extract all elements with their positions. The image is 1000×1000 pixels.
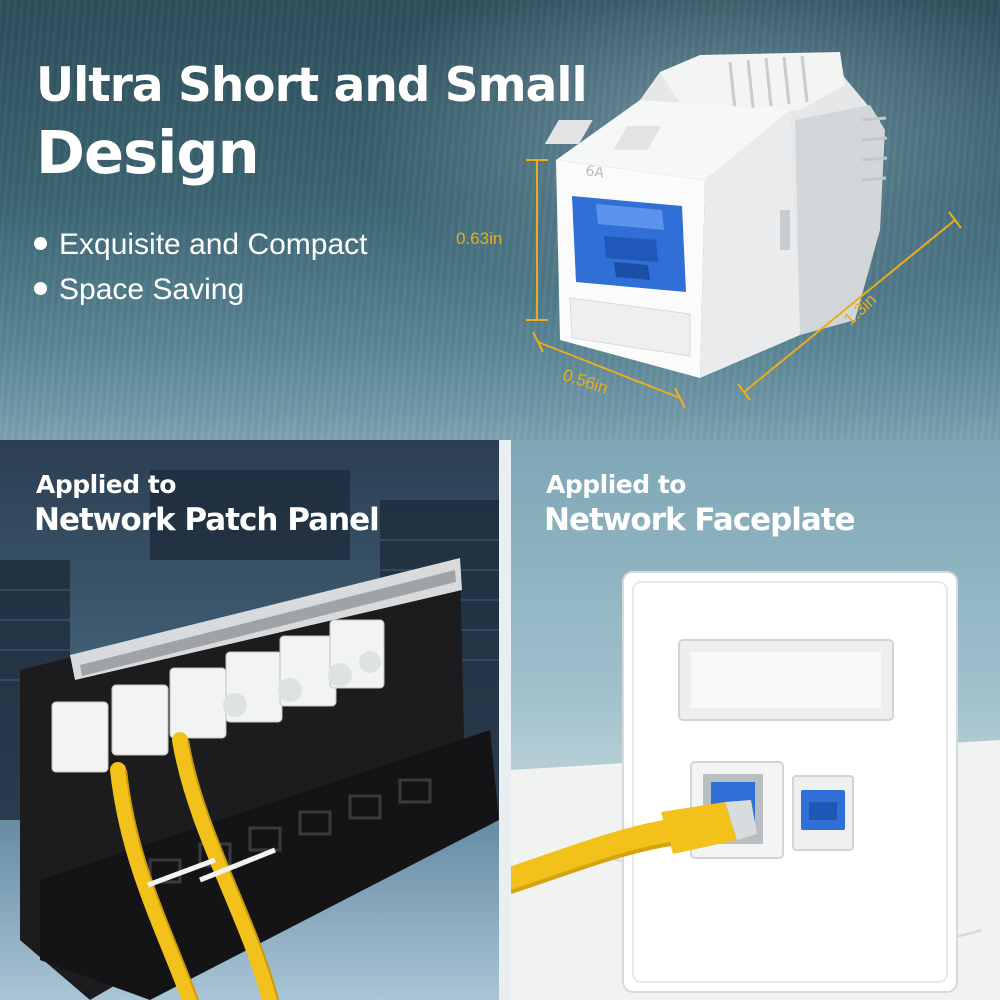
feature-bullet-space: Space Saving (34, 273, 244, 307)
patch-panel-section: Applied to Network Patch Panel (0, 440, 499, 1000)
hero-section: 6A Ultra Short and Small Design Exquisit… (0, 0, 1000, 440)
faceplate-illustration (511, 571, 1000, 1000)
bullet-dot-icon (34, 282, 47, 295)
faceplate-section: Applied to Network Faceplate (511, 440, 1000, 1000)
dimension-height-label: 0.63in (456, 229, 503, 248)
application-label-line1: Applied to (36, 470, 176, 499)
bullet-text: Space Saving (59, 273, 245, 306)
hero-title-line2: Design (36, 118, 260, 187)
feature-bullet-compact: Exquisite and Compact (34, 228, 368, 262)
application-title-faceplate: Network Faceplate (544, 502, 856, 538)
application-label-line1: Applied to (546, 470, 686, 499)
application-title-patch-panel: Network Patch Panel (34, 502, 380, 538)
hero-title-line1: Ultra Short and Small (36, 58, 588, 113)
keystone-jack-illustration: 6A (526, 52, 962, 409)
svg-text:6A: 6A (584, 163, 605, 181)
bullet-dot-icon (34, 237, 47, 250)
patch-panel-illustration (0, 470, 499, 1000)
bullet-text: Exquisite and Compact (59, 228, 368, 261)
